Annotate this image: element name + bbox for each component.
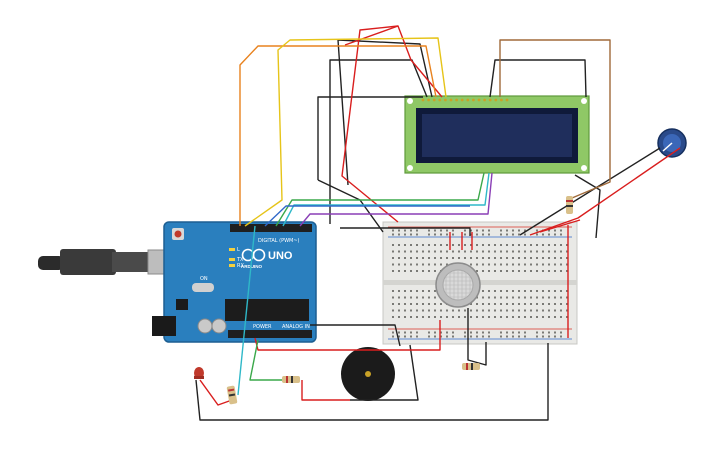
wire-green-2[interactable] (249, 339, 282, 381)
potentiometer[interactable] (657, 128, 687, 158)
analog-label: ANALOG IN (282, 324, 310, 330)
resistor-buzzer[interactable] (282, 376, 300, 383)
regulator (176, 299, 188, 310)
on-label: ON (200, 276, 208, 282)
capacitor-1 (197, 318, 213, 334)
wire-black-11[interactable] (467, 308, 487, 366)
arduino-uno-board[interactable]: UNO ARDUINO DIGITAL (PWM~) POWER ANALOG … (152, 221, 317, 343)
wire-black-2[interactable] (329, 59, 428, 224)
reset-button-cap (174, 230, 182, 238)
board-brand-label: ARDUINO (241, 264, 262, 269)
wire-black-7[interactable] (519, 147, 661, 236)
digital-header (230, 224, 312, 232)
crystal (192, 283, 214, 292)
lcd-screen (422, 114, 572, 157)
wire-black-12[interactable] (340, 227, 471, 236)
led-base (194, 376, 204, 379)
wire-black-6[interactable] (574, 174, 601, 239)
wire-red-8[interactable] (199, 379, 233, 406)
wire-green-1[interactable] (275, 172, 485, 227)
wire-red-2[interactable] (341, 25, 399, 223)
resistor-sensor[interactable] (462, 363, 480, 370)
wire-black-4[interactable] (489, 59, 587, 98)
wire-blue[interactable] (264, 205, 470, 227)
board-model-label: UNO (268, 250, 293, 262)
usb-cable (38, 249, 179, 275)
logo-infinity-right (252, 248, 266, 262)
power-jack (152, 316, 176, 336)
digital-label: DIGITAL (PWM~) (258, 238, 300, 244)
wire-yellow[interactable] (244, 37, 447, 227)
wire-red-9[interactable] (539, 219, 581, 233)
wire-black-3[interactable] (337, 39, 433, 186)
wire-purple[interactable] (299, 172, 493, 227)
wire-red-1[interactable] (344, 25, 443, 98)
wire-cyan-1[interactable] (282, 172, 490, 227)
wire-red-3[interactable] (529, 147, 681, 236)
wire-brown[interactable] (499, 39, 611, 199)
resistor-backlight[interactable] (566, 196, 573, 214)
rx-label: RX (237, 263, 244, 269)
power-analog-header (228, 330, 312, 338)
wire-red-5[interactable] (449, 232, 473, 250)
power-label: POWER (253, 324, 272, 330)
wire-cyan-2[interactable] (237, 225, 256, 396)
wire-black-1[interactable] (317, 96, 423, 180)
buzzer-hole (365, 371, 371, 377)
pot-indicator (662, 142, 673, 152)
rx-led (229, 264, 235, 267)
lcd-16x2[interactable] (404, 95, 590, 174)
wire-orange[interactable] (239, 45, 437, 226)
lcd-mount-hole-tr (581, 98, 587, 104)
red-led[interactable] (194, 367, 204, 379)
lcd-mount-hole-bl (407, 165, 413, 171)
piezo-buzzer[interactable] (341, 347, 395, 401)
lcd-mount-hole-br (581, 165, 587, 171)
tx-led (229, 258, 235, 261)
l-led (229, 248, 235, 251)
wires (195, 25, 681, 421)
lcd-pin-header (421, 98, 509, 102)
atmega-chip (225, 299, 309, 321)
resistor-led[interactable] (226, 385, 238, 405)
wire-red-7[interactable] (301, 380, 350, 401)
wire-black-9[interactable] (195, 343, 549, 421)
tx-label: TX (236, 257, 244, 263)
gas-sensor[interactable] (435, 262, 481, 308)
wire-black-10[interactable] (350, 344, 419, 401)
wire-black-8[interactable] (310, 324, 401, 347)
l-label: L (237, 247, 240, 253)
lcd-mount-hole-tl (407, 98, 413, 104)
capacitor-2 (211, 318, 227, 334)
gas-sensor-grid (443, 270, 473, 300)
